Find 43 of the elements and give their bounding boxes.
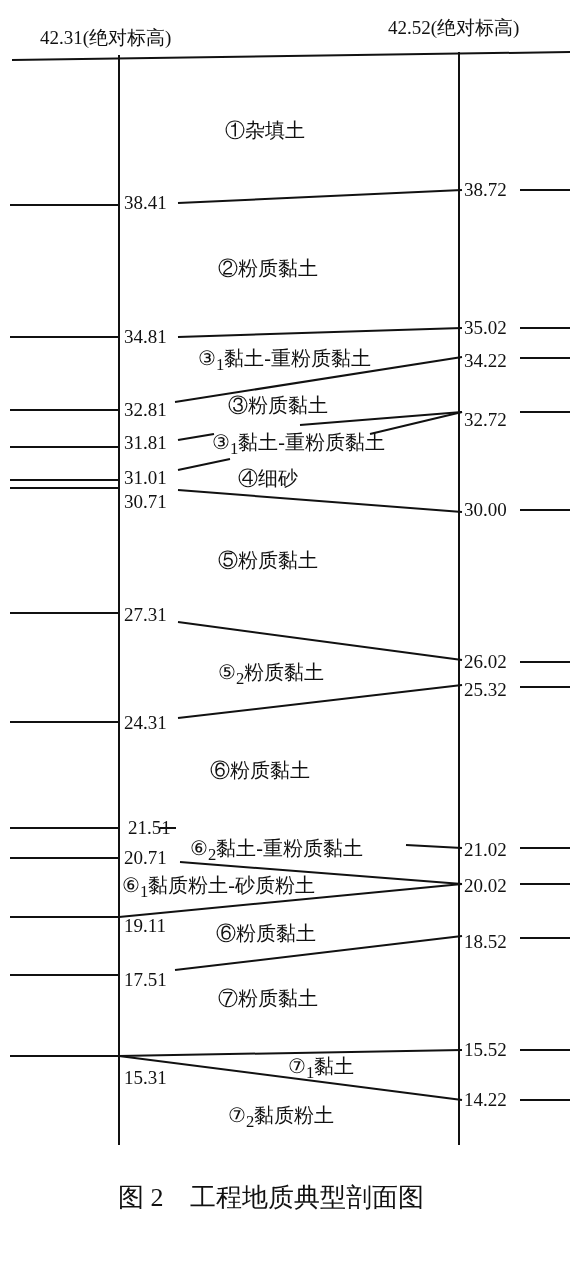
elevation-label: 34.81	[124, 326, 167, 348]
soil-layer-label: ①杂填土	[225, 119, 305, 141]
elevation-label: 38.72	[464, 179, 507, 201]
elevation-label: 17.51	[124, 969, 167, 991]
soil-layer-label: ⑥粉质黏土	[210, 759, 310, 781]
elevation-label: 35.02	[464, 317, 507, 339]
soil-layer-label: ⑦粉质黏土	[218, 987, 318, 1009]
elevation-label: 32.81	[124, 399, 167, 421]
elevation-label: 21.02	[464, 839, 507, 861]
soil-layer-label: ⑥粉质黏土	[216, 922, 316, 944]
elevation-label: 42.31(绝对标高)	[40, 27, 172, 49]
elevation-label: 32.72	[464, 409, 507, 431]
elevation-label: 20.71	[124, 847, 167, 869]
elevation-label: 34.22	[464, 350, 507, 372]
elevation-label: 42.52(绝对标高)	[388, 17, 520, 39]
soil-layer-label: ⑦$_{2}$黏质粉土	[228, 1104, 335, 1133]
elevation-label: 20.02	[464, 875, 507, 897]
elevation-label: 15.31	[124, 1067, 167, 1089]
elevation-label: 21.51	[128, 817, 171, 839]
elevation-label: 31.01	[124, 467, 167, 489]
soil-layer-label: ④细砂	[238, 467, 298, 489]
soil-layer-label: ⑥$_{2}$黏土-重粉质黏土	[190, 837, 363, 866]
soil-layer-label: ⑤粉质黏土	[218, 549, 318, 571]
soil-layer-label: ⑤$_{2}$粉质黏土	[218, 661, 325, 690]
soil-layer-label: ③$_{1}$黏土-重粉质黏土	[212, 431, 385, 460]
soil-layer-label: ⑥$_{1}$黏质粉土-砂质粉土	[122, 874, 315, 903]
elevation-label: 19.11	[124, 915, 167, 937]
elevation-label: 26.02	[464, 651, 507, 673]
elevation-label: 27.31	[124, 604, 167, 626]
elevation-label: 24.31	[124, 712, 167, 734]
elevation-label: 30.00	[464, 499, 507, 521]
elevation-label: 18.52	[464, 931, 507, 953]
soil-layer-label: ②粉质黏土	[218, 257, 318, 279]
elevation-label: 25.32	[464, 679, 507, 701]
soil-layer-label: ⑦$_{1}$黏土	[288, 1055, 355, 1084]
soil-layer-label: ③$_{1}$黏土-重粉质黏土	[198, 347, 371, 376]
figure-caption: 图 2 工程地质典型剖面图	[118, 1182, 424, 1214]
elevation-label: 14.22	[464, 1089, 507, 1111]
elevation-label: 15.52	[464, 1039, 507, 1061]
elevation-label: 31.81	[124, 432, 167, 454]
elevation-label: 38.41	[124, 192, 167, 214]
soil-layer-label: ③粉质黏土	[228, 394, 328, 416]
elevation-label: 30.71	[124, 491, 167, 513]
